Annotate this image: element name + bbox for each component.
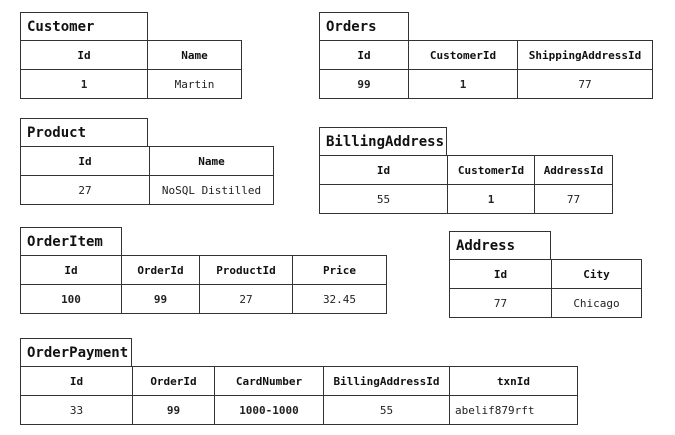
cell-name: Martin bbox=[147, 69, 242, 99]
cell-id: 1 bbox=[20, 69, 148, 99]
product-grid: Id Name 27 NoSQL Distilled bbox=[20, 146, 274, 205]
column-header-orderid: OrderId bbox=[121, 255, 200, 285]
orderpayment-table: OrderPayment Id OrderId CardNumber Billi… bbox=[20, 338, 578, 425]
cell-price: 32.45 bbox=[292, 284, 387, 314]
cell-id: 33 bbox=[20, 395, 133, 425]
cell-customerid: 1 bbox=[408, 69, 518, 99]
cell-city: Chicago bbox=[551, 288, 642, 318]
column-header-productid: ProductId bbox=[199, 255, 293, 285]
table-row: 33 99 1000-1000 55 abelif879rft bbox=[20, 395, 578, 425]
column-header-billingaddressid: BillingAddressId bbox=[323, 366, 450, 396]
column-header-name: Name bbox=[149, 146, 274, 176]
header-row: Id Name bbox=[20, 146, 274, 176]
table-title: Orders bbox=[319, 12, 409, 40]
cell-name: NoSQL Distilled bbox=[149, 175, 274, 205]
column-header-txnid: txnId bbox=[449, 366, 578, 396]
column-header-addressid: AddressId bbox=[534, 155, 613, 185]
table-row: 1 Martin bbox=[20, 69, 242, 99]
header-row: Id Name bbox=[20, 40, 242, 70]
column-header-customerid: CustomerId bbox=[447, 155, 535, 185]
cell-productid: 27 bbox=[199, 284, 293, 314]
header-row: Id OrderId CardNumber BillingAddressId t… bbox=[20, 366, 578, 396]
table-title: BillingAddress bbox=[319, 127, 447, 155]
cell-cardnumber: 1000-1000 bbox=[214, 395, 324, 425]
table-title: Product bbox=[20, 118, 148, 146]
table-title: OrderItem bbox=[20, 227, 122, 255]
header-row: Id OrderId ProductId Price bbox=[20, 255, 387, 285]
table-title: Address bbox=[449, 231, 551, 259]
table-row: 99 1 77 bbox=[319, 69, 653, 99]
table-title: Customer bbox=[20, 12, 148, 40]
column-header-id: Id bbox=[20, 255, 122, 285]
table-row: 100 99 27 32.45 bbox=[20, 284, 387, 314]
column-header-price: Price bbox=[292, 255, 387, 285]
column-header-id: Id bbox=[20, 366, 133, 396]
address-grid: Id City 77 Chicago bbox=[449, 259, 642, 318]
orderitem-table: OrderItem Id OrderId ProductId Price 100… bbox=[20, 227, 387, 314]
table-row: 27 NoSQL Distilled bbox=[20, 175, 274, 205]
column-header-name: Name bbox=[147, 40, 242, 70]
column-header-customerid: CustomerId bbox=[408, 40, 518, 70]
cell-id: 27 bbox=[20, 175, 150, 205]
orderitem-grid: Id OrderId ProductId Price 100 99 27 32.… bbox=[20, 255, 387, 314]
cell-id: 100 bbox=[20, 284, 122, 314]
billingaddress-table: BillingAddress Id CustomerId AddressId 5… bbox=[319, 127, 613, 214]
cell-customerid: 1 bbox=[447, 184, 535, 214]
cell-orderid: 99 bbox=[132, 395, 215, 425]
orders-table: Orders Id CustomerId ShippingAddressId 9… bbox=[319, 12, 653, 99]
orders-grid: Id CustomerId ShippingAddressId 99 1 77 bbox=[319, 40, 653, 99]
column-header-orderid: OrderId bbox=[132, 366, 215, 396]
cell-billingaddressid: 55 bbox=[323, 395, 450, 425]
billingaddress-grid: Id CustomerId AddressId 55 1 77 bbox=[319, 155, 613, 214]
column-header-id: Id bbox=[319, 40, 409, 70]
cell-id: 77 bbox=[449, 288, 552, 318]
cell-addressid: 77 bbox=[534, 184, 613, 214]
address-table: Address Id City 77 Chicago bbox=[449, 231, 642, 318]
product-table: Product Id Name 27 NoSQL Distilled bbox=[20, 118, 274, 205]
orderpayment-grid: Id OrderId CardNumber BillingAddressId t… bbox=[20, 366, 578, 425]
header-row: Id City bbox=[449, 259, 642, 289]
column-header-city: City bbox=[551, 259, 642, 289]
header-row: Id CustomerId ShippingAddressId bbox=[319, 40, 653, 70]
customer-table: Customer Id Name 1 Martin bbox=[20, 12, 242, 99]
header-row: Id CustomerId AddressId bbox=[319, 155, 613, 185]
column-header-id: Id bbox=[20, 40, 148, 70]
cell-id: 55 bbox=[319, 184, 448, 214]
column-header-id: Id bbox=[319, 155, 448, 185]
column-header-id: Id bbox=[20, 146, 150, 176]
cell-shippingaddressid: 77 bbox=[517, 69, 653, 99]
cell-txnid: abelif879rft bbox=[449, 395, 578, 425]
column-header-shippingaddressid: ShippingAddressId bbox=[517, 40, 653, 70]
customer-grid: Id Name 1 Martin bbox=[20, 40, 242, 99]
table-title: OrderPayment bbox=[20, 338, 132, 366]
column-header-cardnumber: CardNumber bbox=[214, 366, 324, 396]
table-row: 55 1 77 bbox=[319, 184, 613, 214]
table-row: 77 Chicago bbox=[449, 288, 642, 318]
cell-orderid: 99 bbox=[121, 284, 200, 314]
column-header-id: Id bbox=[449, 259, 552, 289]
cell-id: 99 bbox=[319, 69, 409, 99]
